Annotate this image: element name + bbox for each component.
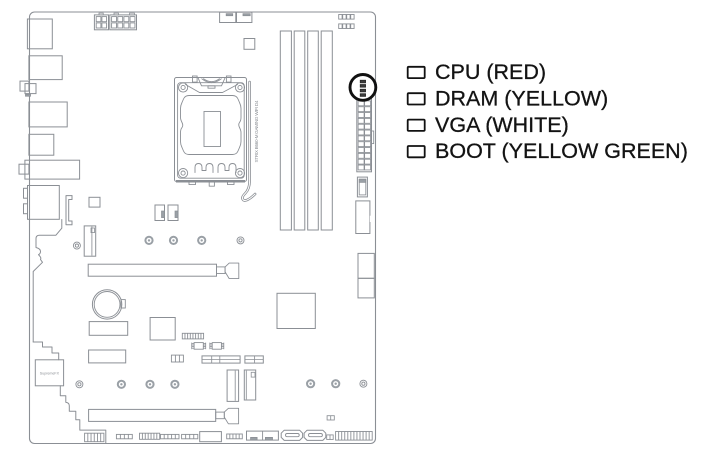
- svg-text:VGA (WHITE): VGA (WHITE): [435, 113, 569, 137]
- svg-text:STRIX B660-M GAMING WIFI D4: STRIX B660-M GAMING WIFI D4: [254, 100, 259, 162]
- svg-text:BOOT (YELLOW GREEN): BOOT (YELLOW GREEN): [435, 139, 688, 163]
- svg-text:SupremeFX: SupremeFX: [40, 372, 60, 376]
- svg-text:DRAM (YELLOW): DRAM (YELLOW): [435, 86, 608, 110]
- svg-text:CPU (RED): CPU (RED): [435, 60, 546, 84]
